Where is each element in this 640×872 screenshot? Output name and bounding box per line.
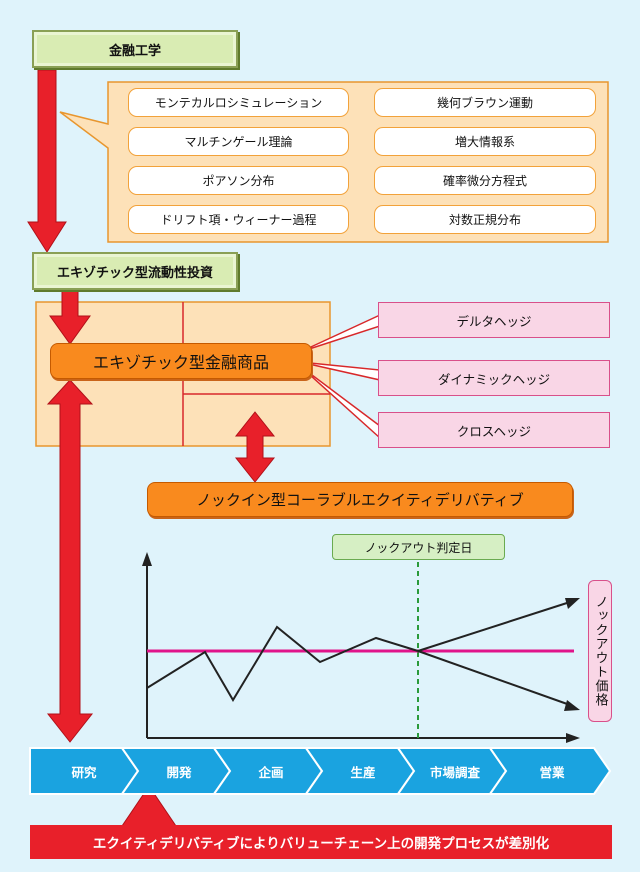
chain-label-planning: 企画: [258, 764, 284, 780]
knockout-date-label: ノックアウト判定日: [332, 534, 505, 560]
knockout-price-label: ノックアウト価格: [588, 580, 612, 722]
knockout-chart: [142, 552, 580, 743]
bottom-banner: エクイティデリバティブによりバリューチェーン上の開発プロセスが差別化: [30, 825, 612, 859]
theory-pill-monte-carlo: モンテカルロシミュレーション: [128, 88, 349, 117]
value-chain: [29, 747, 612, 795]
arrow-to-investment: [27, 69, 67, 253]
chain-step-sales: [488, 747, 612, 795]
chain-label-research: 研究: [71, 764, 97, 780]
callable-derivative-box: ノックイン型コーラブルエクイティデリバティブ: [147, 482, 573, 517]
y-axis-arrowhead: [142, 552, 152, 566]
theory-callout-panel: [59, 81, 609, 243]
chain-label-development: 開発: [166, 764, 192, 780]
theory-pill-martingale: マルチンゲール理論: [128, 127, 349, 156]
hedge-dynamic: ダイナミックヘッジ: [378, 360, 610, 396]
hedge-cross: クロスヘッジ: [378, 412, 610, 448]
knockout-price-text: ノックアウト価格: [592, 595, 608, 707]
exotic-product-box: エキゾチック型金融商品: [50, 343, 312, 379]
hedge-delta: デルタヘッジ: [378, 302, 610, 338]
theory-pill-drift-wiener: ドリフト項・ウィーナー過程: [128, 205, 349, 234]
theory-pill-filtration: 増大情報系: [374, 127, 596, 156]
price-path: [146, 625, 419, 702]
arrow-product-to-chain: [46, 379, 94, 743]
theory-pill-sde: 確率微分方程式: [374, 166, 596, 195]
theory-pill-poisson: ポアソン分布: [128, 166, 349, 195]
financial-engineering-box: 金融工学: [32, 30, 238, 68]
x-axis-arrowhead: [566, 733, 580, 743]
chain-label-sales: 営業: [539, 764, 565, 780]
upper-branch-arrowhead: [565, 598, 580, 609]
lower-branch-arrowhead: [564, 700, 580, 711]
red-arrows: [27, 69, 276, 827]
lower-branch: [417, 650, 571, 706]
chain-label-production: 生産: [350, 764, 376, 780]
theory-pill-geometric-brownian: 幾何ブラウン運動: [374, 88, 596, 117]
upper-branch: [417, 601, 571, 652]
exotic-investment-box: エキゾチック型流動性投資: [32, 252, 238, 290]
theory-pill-lognormal: 対数正規分布: [374, 205, 596, 234]
chain-label-market: 市場調査: [429, 764, 480, 780]
arrow-to-product: [49, 289, 91, 345]
